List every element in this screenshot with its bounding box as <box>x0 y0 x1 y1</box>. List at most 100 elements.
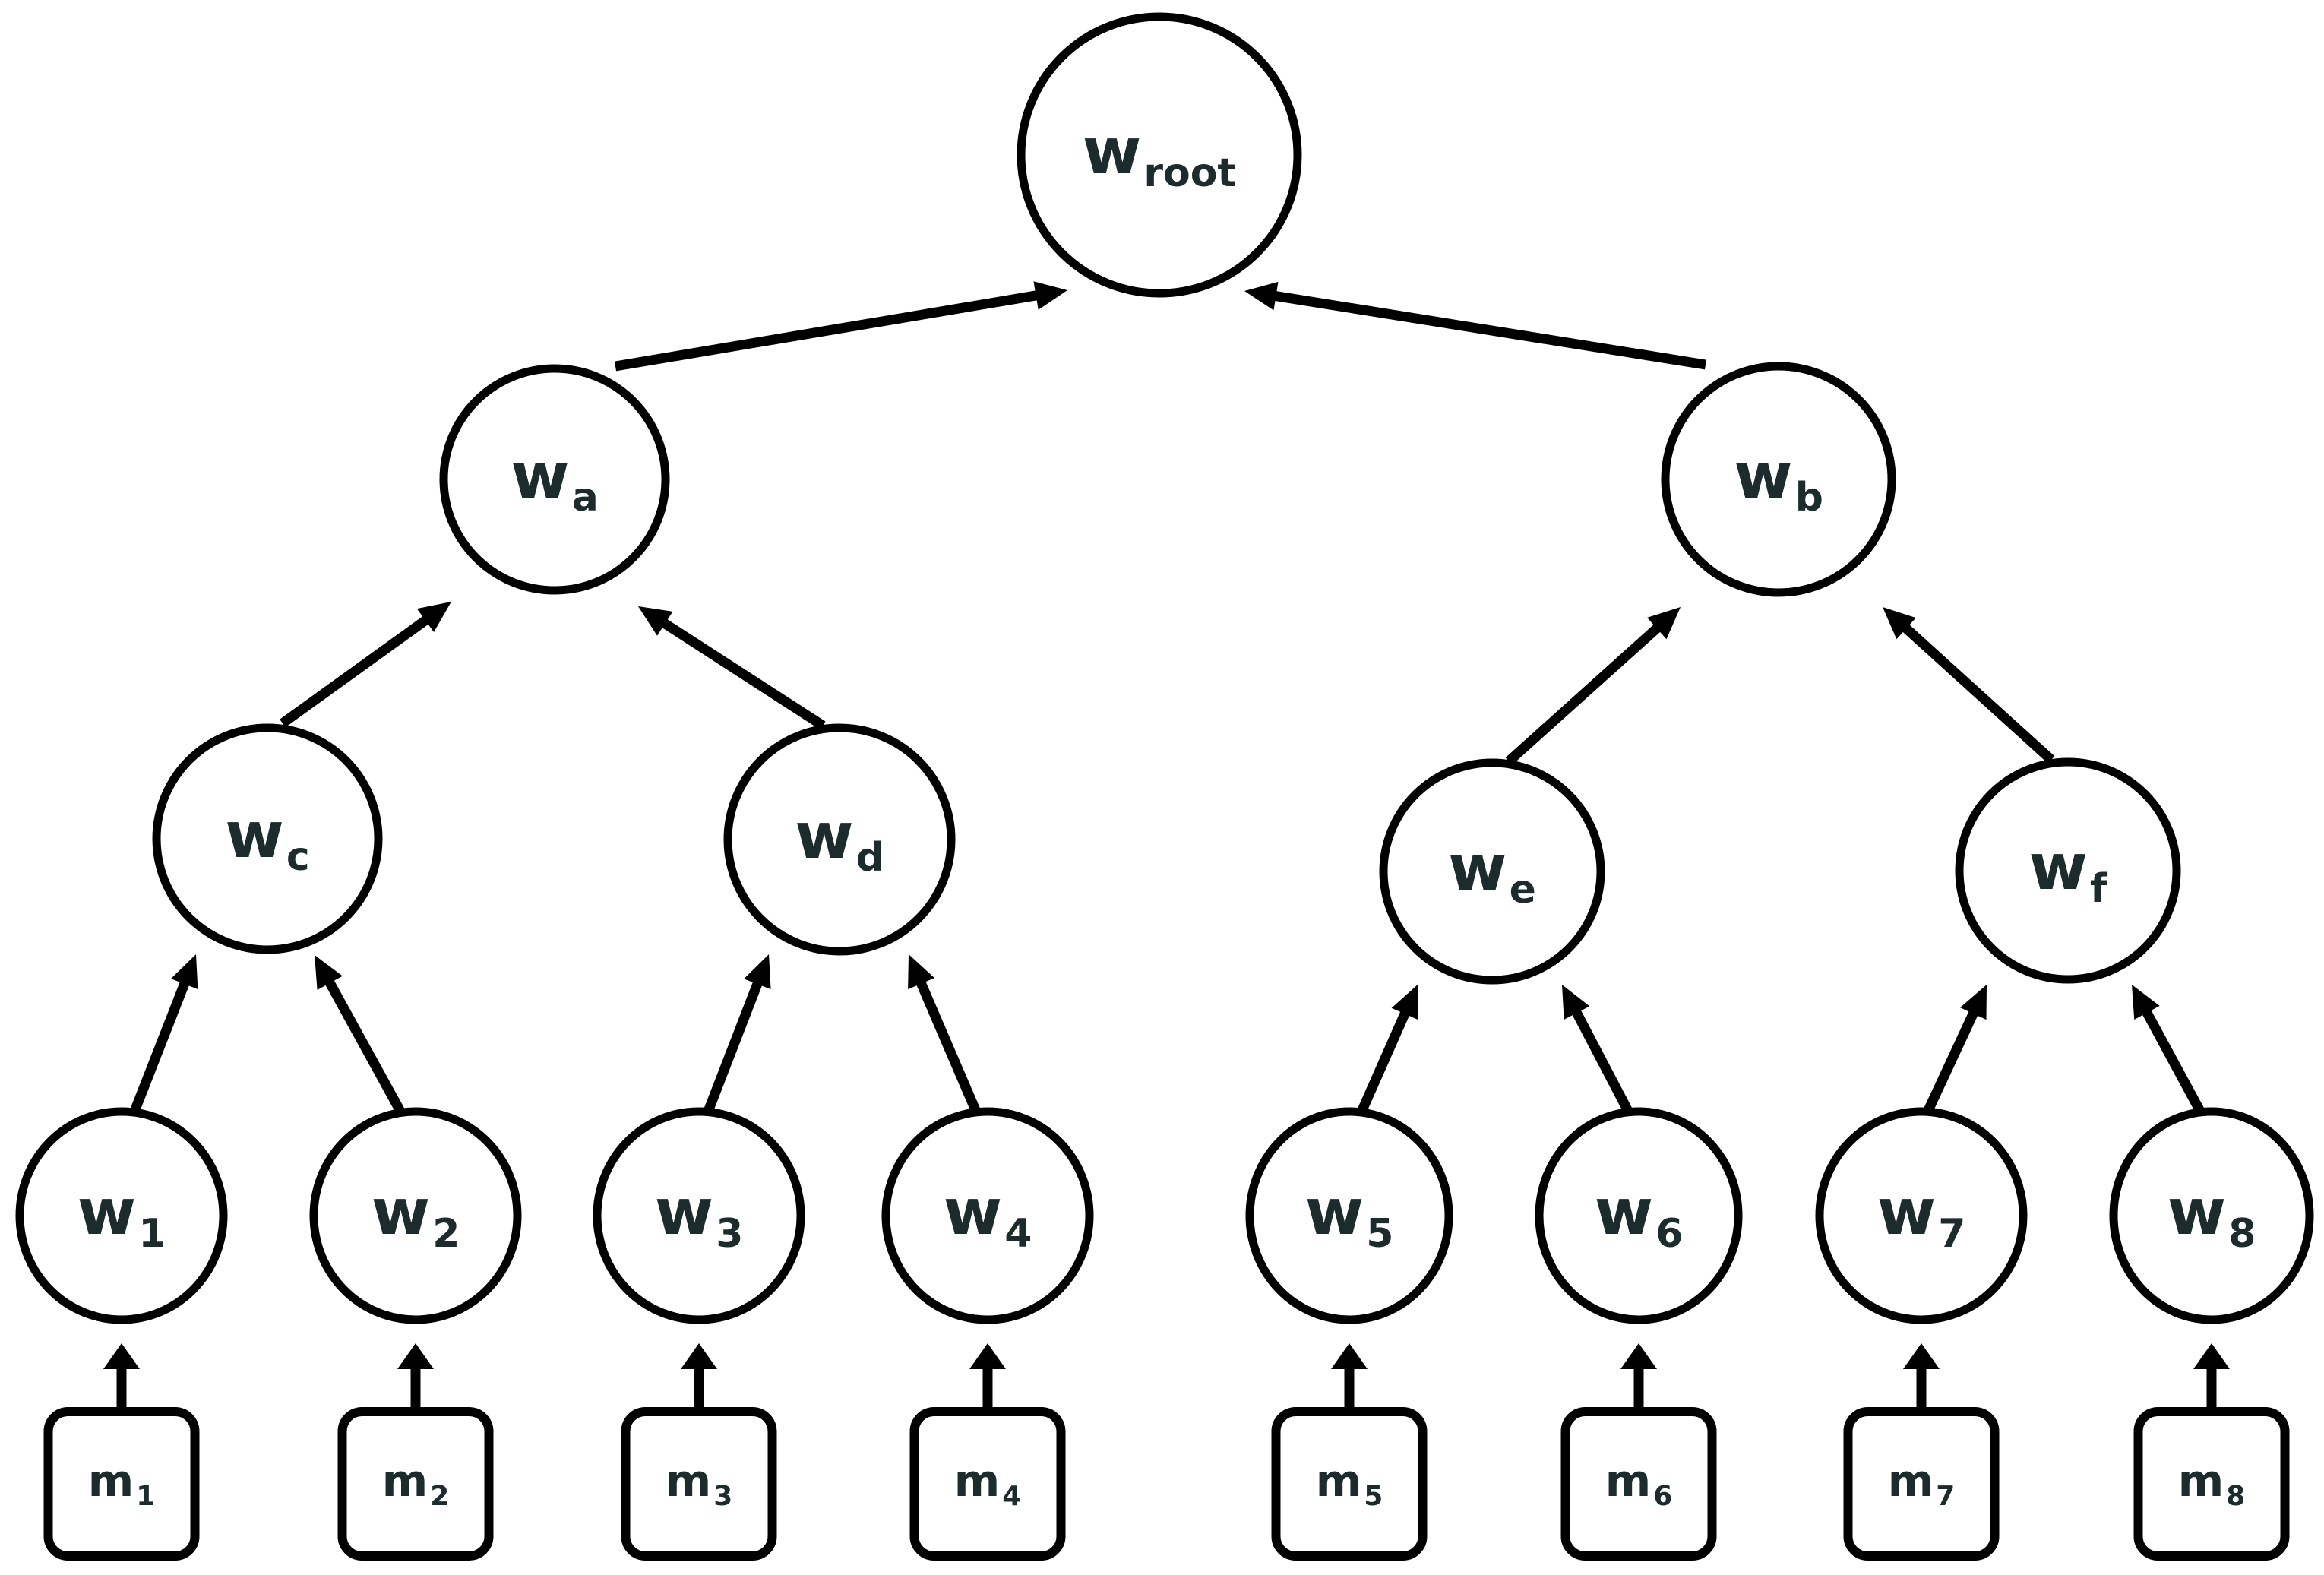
node-w_1: w1 <box>15 1107 228 1324</box>
edge-w_6-to-w_e <box>1562 985 1635 1118</box>
edge-w_a-to-w_root <box>614 281 1067 372</box>
node-w_root: wroot <box>1017 12 1302 298</box>
edge-w_7-to-w_f <box>1921 985 1987 1118</box>
edge-w_d-to-w_a <box>638 606 826 730</box>
edge-shaft <box>280 613 432 728</box>
node-label: w2 <box>372 1175 460 1257</box>
edge-w_f-to-w_b <box>1883 607 2055 764</box>
arrowhead-icon <box>1647 607 1681 640</box>
node-w_b: wb <box>1661 362 1896 597</box>
edges-layer <box>103 281 2230 1412</box>
node-circle <box>1017 12 1302 298</box>
node-label: wb <box>1734 438 1823 520</box>
node-m_7: m7 <box>1843 1407 2000 1561</box>
arrowhead-icon <box>1903 1343 1940 1369</box>
node-circle <box>1535 1107 1743 1324</box>
node-circle <box>593 1107 805 1324</box>
node-label: w3 <box>655 1175 744 1257</box>
node-w_8: w8 <box>2109 1107 2314 1324</box>
edge-shaft <box>2140 1006 2207 1118</box>
arrowhead-icon <box>1391 985 1418 1020</box>
node-circle <box>309 1107 522 1324</box>
edge-shaft <box>1899 621 2055 764</box>
node-w_2: w2 <box>309 1107 522 1324</box>
node-label: m7 <box>1888 1455 1956 1512</box>
node-circle <box>1815 1107 2028 1324</box>
node-w_7: w7 <box>1815 1107 2028 1324</box>
node-label: wd <box>795 799 884 881</box>
node-box <box>337 1407 494 1561</box>
node-label: wf <box>2028 830 2108 912</box>
edge-m_5-to-w_5 <box>1331 1343 1368 1412</box>
edge-shaft <box>1355 1007 1412 1118</box>
arrowhead-icon <box>103 1343 140 1369</box>
node-w_c: wc <box>152 723 383 954</box>
node-m_8: m8 <box>2133 1407 2290 1561</box>
node-label: m3 <box>666 1455 733 1512</box>
arrowhead-icon <box>1883 607 1916 640</box>
edge-w_c-to-w_a <box>280 602 451 728</box>
node-m_4: m4 <box>909 1407 1066 1561</box>
edge-shaft <box>701 978 764 1118</box>
node-circle <box>1245 1107 1453 1324</box>
node-label: w5 <box>1305 1175 1394 1257</box>
node-w_f: wf <box>1955 757 2181 984</box>
node-w_3: w3 <box>593 1107 805 1324</box>
arrowhead-icon <box>908 954 935 990</box>
node-circle <box>881 1107 1094 1324</box>
arrowhead-icon <box>315 955 343 990</box>
node-label: m5 <box>1316 1455 1383 1512</box>
node-m_2: m2 <box>337 1407 494 1561</box>
edge-m_4-to-w_4 <box>969 1343 1006 1412</box>
node-w_d: wd <box>723 723 956 956</box>
arrowhead-icon <box>969 1343 1006 1369</box>
edge-shaft <box>658 617 826 730</box>
node-label: m6 <box>1605 1455 1673 1512</box>
arrowhead-icon <box>397 1343 434 1369</box>
edge-m_1-to-w_1 <box>103 1343 140 1412</box>
edge-m_2-to-w_2 <box>397 1343 434 1412</box>
arrowhead-icon <box>1620 1343 1657 1369</box>
node-m_6: m6 <box>1560 1407 1717 1561</box>
edge-shaft <box>614 289 1042 372</box>
edge-m_7-to-w_7 <box>1903 1343 1940 1412</box>
node-circle <box>152 723 383 954</box>
node-w_a: wa <box>439 364 670 595</box>
edge-shaft <box>128 978 191 1118</box>
node-circle <box>1661 362 1896 597</box>
edge-w_8-to-w_f <box>2132 985 2207 1118</box>
edge-w_3-to-w_d <box>701 954 771 1118</box>
node-m_1: m1 <box>43 1407 200 1561</box>
node-label: w4 <box>944 1175 1032 1257</box>
node-label: wc <box>225 798 309 880</box>
node-w_4: w4 <box>881 1107 1094 1324</box>
edge-w_b-to-w_root <box>1244 281 1707 370</box>
node-box <box>1271 1407 1428 1561</box>
node-m_5: m5 <box>1271 1407 1428 1561</box>
arrowhead-icon <box>1960 985 1987 1020</box>
arrowhead-icon <box>1331 1343 1368 1369</box>
node-box <box>43 1407 200 1561</box>
node-label: w1 <box>77 1175 166 1257</box>
node-circle <box>723 723 956 956</box>
arrowhead-icon <box>1244 281 1279 311</box>
node-m_3: m3 <box>621 1407 777 1561</box>
node-label: wroot <box>1083 114 1237 196</box>
node-w_6: w6 <box>1535 1107 1743 1324</box>
edge-shaft <box>1505 621 1664 765</box>
node-label: m8 <box>2178 1455 2246 1512</box>
node-label: w8 <box>2167 1175 2256 1257</box>
arrowhead-icon <box>1562 985 1590 1020</box>
edge-shaft <box>1270 290 1707 370</box>
edge-m_3-to-w_3 <box>681 1343 717 1412</box>
edge-m_8-to-w_8 <box>2193 1343 2230 1412</box>
edge-shaft <box>1921 1007 1980 1118</box>
node-label: m4 <box>954 1455 1022 1512</box>
node-box <box>909 1407 1066 1561</box>
node-label: w6 <box>1595 1175 1684 1257</box>
edge-m_6-to-w_6 <box>1620 1343 1657 1412</box>
arrowhead-icon <box>638 606 673 636</box>
